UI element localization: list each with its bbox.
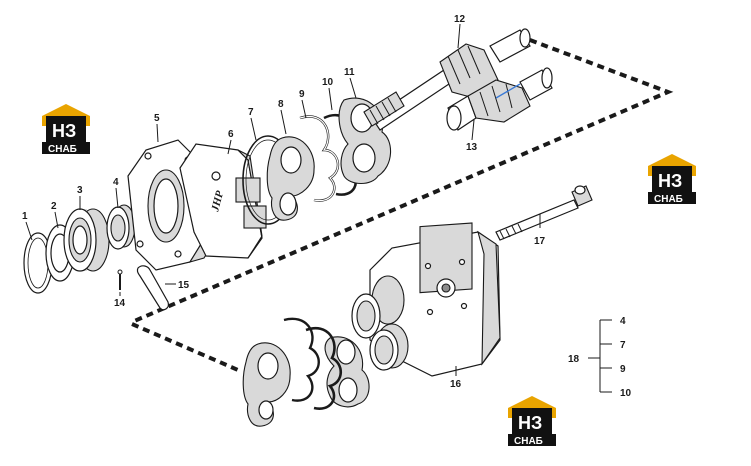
watermark-logo-bottom: НЗ СНАБ xyxy=(508,396,556,447)
logo-mark: НЗ xyxy=(518,413,542,433)
callout-12: 12 xyxy=(454,14,466,25)
callout-4: 4 xyxy=(113,177,119,188)
part-3-bearing xyxy=(63,208,110,272)
callout-17: 17 xyxy=(534,236,546,247)
watermark-logo-right: НЗ СНАБ xyxy=(648,154,696,205)
callout-labels: 1 2 3 4 5 6 7 8 9 10 11 12 13 14 15 16 1… xyxy=(22,14,546,390)
part-9-gasket xyxy=(299,115,340,202)
part-13-driven-gear-shaft xyxy=(446,67,553,131)
watermark-logo-left: НЗ СНАБ xyxy=(42,104,90,155)
callout-7: 7 xyxy=(248,107,254,118)
callout-1: 1 xyxy=(22,211,28,222)
part-15-key xyxy=(136,265,169,311)
kit-bracket: 18 4 7 9 10 xyxy=(568,316,632,399)
logo-mark: НЗ xyxy=(658,171,682,191)
logo-caption: СНАБ xyxy=(514,436,543,447)
callout-16: 16 xyxy=(450,379,462,390)
jhp-marking: JHP xyxy=(209,189,226,213)
rear-wear-plate xyxy=(324,336,370,408)
assembly-dashed-line-upper xyxy=(131,38,674,324)
logo-caption: СНАБ xyxy=(654,194,683,205)
bushing-upper xyxy=(351,293,381,339)
callout-14: 14 xyxy=(114,298,126,309)
kit-label: 18 xyxy=(568,354,580,365)
part-4-shaft-seal xyxy=(106,204,136,250)
kit-item-3: 9 xyxy=(620,364,626,375)
callout-5: 5 xyxy=(154,113,160,124)
kit-item-1: 4 xyxy=(620,316,626,327)
part-2-washer xyxy=(45,224,75,282)
logo-mark: НЗ xyxy=(52,121,76,141)
bolt-thread xyxy=(499,223,523,240)
logo-caption: СНАБ xyxy=(48,144,77,155)
rear-seal xyxy=(305,327,343,410)
callout-2: 2 xyxy=(51,201,57,212)
part-8-thrust-plate xyxy=(266,136,315,221)
part-6-front-body: JHP xyxy=(179,143,267,259)
kit-item-4: 10 xyxy=(620,388,632,399)
callout-13: 13 xyxy=(466,142,478,153)
part-12-drive-gear-shaft xyxy=(363,28,531,131)
assembly-dashed-line-lower xyxy=(131,322,239,372)
callout-6: 6 xyxy=(228,129,234,140)
callout-15: 15 xyxy=(178,280,190,291)
rear-gasket xyxy=(283,317,320,402)
gear-teeth-12 xyxy=(447,45,481,85)
rear-thrust-plate xyxy=(242,342,291,427)
callout-9: 9 xyxy=(299,89,305,100)
leader-lines xyxy=(25,23,541,376)
part-16-rear-body xyxy=(351,222,501,377)
bushing-lower xyxy=(369,329,399,371)
gear-teeth-13 xyxy=(479,83,513,117)
part-17-tie-bolt xyxy=(495,185,593,241)
callout-8: 8 xyxy=(278,99,284,110)
callout-10: 10 xyxy=(322,77,334,88)
callout-3: 3 xyxy=(77,185,83,196)
spline-teeth xyxy=(369,97,397,125)
part-14-dowel-pin xyxy=(117,269,123,290)
highlight-stroke xyxy=(495,83,521,99)
part-1-snap-ring xyxy=(23,232,53,294)
kit-item-2: 7 xyxy=(620,340,626,351)
callout-11: 11 xyxy=(344,67,355,78)
